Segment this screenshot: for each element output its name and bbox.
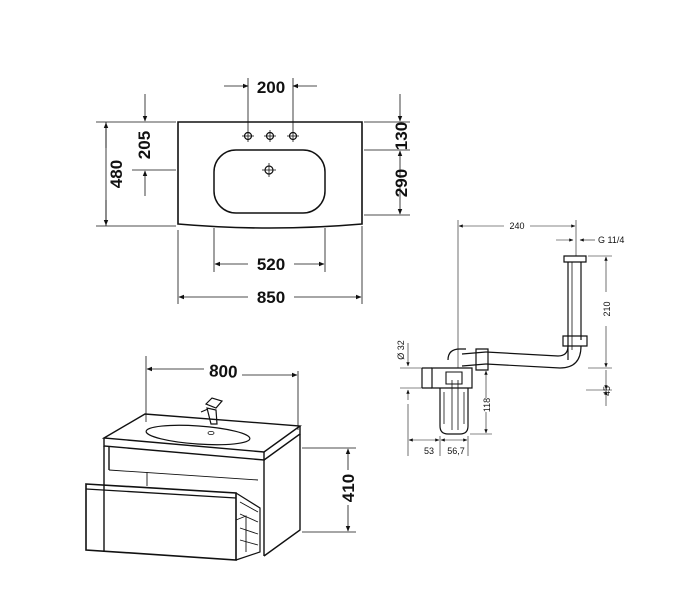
basin-bowl [213,149,326,214]
dim-basin-height: 480 [107,160,126,188]
dim-siphon-height: 210 [602,301,612,316]
basin-top-view: 200 480 205 130 290 520 850 [96,78,411,307]
dim-tap-to-back: 130 [392,122,411,150]
dim-bowl-width: 520 [257,255,285,274]
dim-bottom-offset: 45 [602,386,612,396]
dim-basin-width: 850 [257,288,285,307]
siphon-view: 240 G 11/4 Ø 32 210 [396,220,624,456]
dim-bowl-depth: 290 [392,169,411,197]
dim-depth-a: 53 [424,446,434,456]
dim-tap-to-edge: 205 [135,131,154,159]
vanity-bowl [145,424,251,446]
tap-hole-right [287,130,299,142]
faucet [200,397,224,425]
tap-hole-left [242,130,254,142]
tap-hole-center [264,130,276,142]
vanity-unit-view: 800 410 [85,356,358,561]
dim-siphon-offset: 240 [509,221,524,231]
dim-depth-b: 56,7 [447,446,465,456]
thread-label: G 11/4 [598,235,624,245]
dim-pipe-diameter: Ø 32 [396,340,406,360]
dim-tap-spacing: 200 [257,78,285,97]
dim-vanity-width: 800 [209,361,238,381]
dim-outlet-height: 118 [482,398,492,412]
drawer-front [85,483,237,561]
dim-vanity-height: 410 [339,474,358,502]
